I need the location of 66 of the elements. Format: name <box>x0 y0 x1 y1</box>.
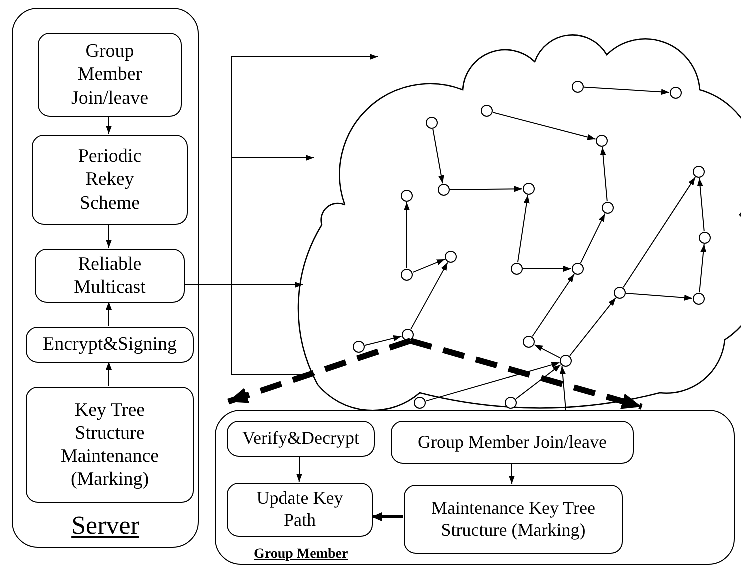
process-box: Group Member Join/leave <box>391 421 634 464</box>
arrow <box>106 362 112 386</box>
arrow <box>412 258 446 274</box>
arrow <box>508 462 515 484</box>
arrow <box>106 224 112 248</box>
network-node <box>699 232 711 244</box>
network-node <box>445 251 457 263</box>
network-node <box>511 263 523 275</box>
process-box: Group Member Join/leave <box>38 33 182 117</box>
panel-title: Group Member <box>254 547 348 563</box>
process-box: Periodic Rekey Scheme <box>32 135 188 225</box>
arrow <box>523 266 572 272</box>
dashed-arrow <box>227 338 412 405</box>
network-node <box>481 105 493 117</box>
arrow <box>534 344 561 359</box>
process-box: Encrypt&Signing <box>26 327 194 363</box>
arrow <box>296 456 302 482</box>
process-box: Key Tree Structure Maintenance (Marking) <box>26 387 194 503</box>
arrow <box>492 112 596 140</box>
arrow <box>517 194 530 264</box>
process-box: Update Key Path <box>227 483 373 537</box>
network-node <box>523 336 535 348</box>
arrow <box>623 176 696 288</box>
arrow <box>699 244 707 294</box>
arrow <box>626 293 694 301</box>
arrow <box>532 274 575 338</box>
arrow <box>584 86 670 96</box>
connector-line <box>184 284 316 376</box>
dashed-arrow <box>410 338 643 410</box>
network-node <box>693 293 705 305</box>
network-node <box>602 202 614 214</box>
arrow <box>364 336 402 346</box>
process-box: Verify&Decrypt <box>227 421 375 457</box>
arrow <box>697 178 705 232</box>
arrow <box>570 298 616 356</box>
arrow <box>450 186 523 192</box>
network-node <box>401 269 413 281</box>
group-panel <box>12 8 199 548</box>
network-node <box>426 117 438 129</box>
arrow <box>372 512 403 522</box>
network-node <box>523 183 535 195</box>
arrow <box>410 262 448 330</box>
network-node <box>414 397 426 409</box>
group-panel <box>215 410 735 565</box>
network-node <box>353 341 365 353</box>
process-box: Reliable Multicast <box>35 249 185 303</box>
process-box: Maintenance Key Tree Structure (Marking) <box>404 485 623 554</box>
network-node <box>693 166 705 178</box>
arrow <box>432 128 444 184</box>
network-node <box>614 287 626 299</box>
network-node <box>505 397 517 409</box>
network-node <box>596 135 608 147</box>
panel-title: Server <box>72 511 140 541</box>
network-node <box>572 263 584 275</box>
arrow <box>106 302 112 326</box>
network-node <box>401 190 413 202</box>
network-node <box>560 355 572 367</box>
network-node <box>670 87 682 99</box>
arrow <box>600 146 608 202</box>
arrow <box>560 366 566 410</box>
arrow <box>516 364 562 400</box>
arrow <box>404 202 410 269</box>
arrow <box>106 116 112 134</box>
network-node <box>438 184 450 196</box>
network-node <box>572 81 584 93</box>
arrow <box>580 213 606 264</box>
